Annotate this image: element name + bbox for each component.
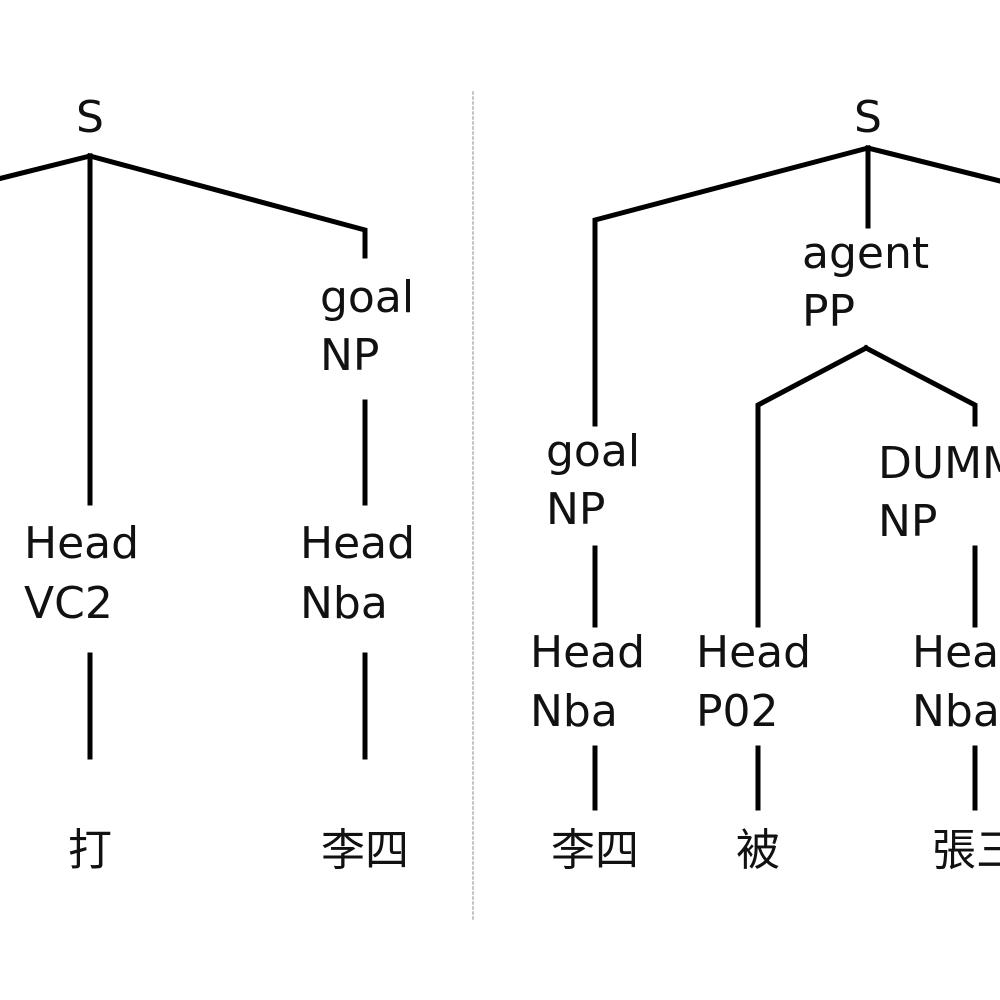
left-word-lisi: 李四 (321, 825, 409, 876)
right-tree: S agent PP goal NP DUMMY NP Head Nba Hea… (530, 92, 1000, 876)
right-word-lisi: 李四 (551, 825, 639, 876)
right-goal-role: goal (546, 426, 640, 477)
left-goal-head-category: Nba (300, 578, 388, 629)
left-word-da: 打 (68, 825, 112, 876)
right-prep-head-category: P02 (696, 686, 779, 737)
left-goal-role: goal (320, 272, 414, 323)
right-agent-category: PP (802, 286, 855, 337)
left-branch-offscreen (0, 152, 94, 182)
right-branch-offscreen (864, 144, 1000, 184)
right-word-bei: 被 (736, 825, 780, 876)
right-dummy-head-role: Head (912, 627, 1000, 678)
right-root-label: S (854, 92, 882, 143)
left-root-label: S (76, 92, 104, 143)
right-dummy-category: NP (878, 496, 937, 547)
right-goal-category: NP (546, 484, 605, 535)
right-dummy-role: DUMMY (878, 438, 1000, 489)
left-verb-head-role: Head (24, 518, 139, 569)
left-branch-goal (86, 152, 368, 259)
right-branch-dummy (862, 344, 978, 427)
left-goal-head-role: Head (300, 518, 415, 569)
right-goal-head-role: Head (530, 627, 645, 678)
right-agent-role: agent (802, 228, 929, 279)
right-dummy-head-category: Nba (912, 686, 1000, 737)
left-goal-category: NP (320, 330, 379, 381)
right-branch-goal (592, 144, 872, 427)
left-verb-head-category: VC2 (24, 578, 113, 629)
right-goal-head-category: Nba (530, 686, 618, 737)
left-tree: S goal NP Head VC2 Head Nba 打 李四 (0, 92, 415, 876)
right-word-zhangsan: 張三 (932, 825, 1000, 876)
right-prep-head-role: Head (696, 627, 811, 678)
right-branch-prep (755, 344, 870, 628)
